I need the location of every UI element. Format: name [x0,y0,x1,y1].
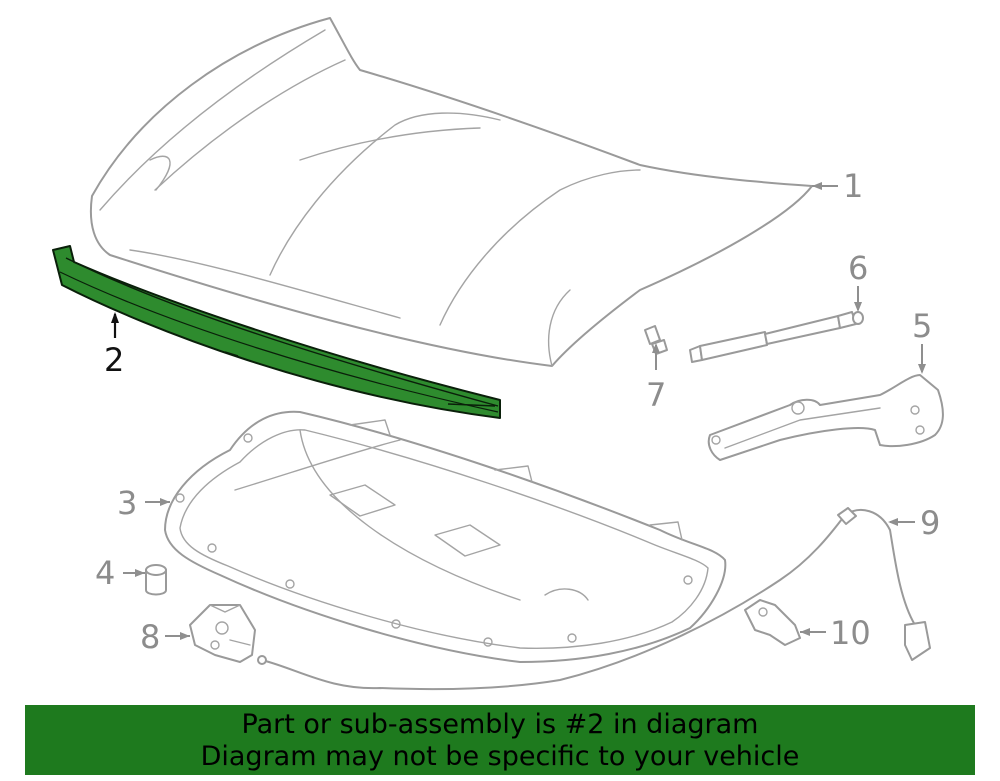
svg-text:4: 4 [95,554,115,592]
svg-text:1: 1 [843,167,863,205]
svg-text:3: 3 [117,484,137,522]
callout-5: 5 [912,307,932,374]
hood-latch[interactable] [189,604,256,663]
svg-text:7: 7 [646,376,666,414]
callout-7: 7 [646,343,666,414]
hood-hinge[interactable] [707,374,944,461]
info-banner: Part or sub-assembly is #2 in diagram Di… [25,705,975,775]
hood-bumper[interactable] [145,564,167,596]
callout-10: 10 [800,614,871,652]
callout-6: 6 [848,249,868,312]
hood-strut[interactable] [689,311,864,363]
hood-insulator[interactable] [164,410,727,663]
callout-3: 3 [117,484,170,522]
callout-8: 8 [140,618,190,656]
release-cable[interactable] [257,507,931,691]
banner-line-1: Part or sub-assembly is #2 in diagram [241,709,759,740]
svg-text:6: 6 [848,249,868,287]
release-handle[interactable] [744,599,801,646]
callout-9: 9 [888,504,940,542]
hood-panel[interactable] [89,17,813,367]
svg-text:2: 2 [104,341,124,379]
svg-text:9: 9 [920,504,940,542]
svg-text:10: 10 [830,614,871,652]
callout-4: 4 [95,554,145,592]
hood-clip[interactable] [644,325,668,355]
banner-line-2: Diagram may not be specific to your vehi… [200,741,800,772]
svg-text:5: 5 [912,307,932,345]
svg-text:8: 8 [140,618,160,656]
callout-2: 2 [104,312,124,379]
hood-seal-highlighted[interactable] [52,245,501,419]
callout-1: 1 [812,167,863,205]
